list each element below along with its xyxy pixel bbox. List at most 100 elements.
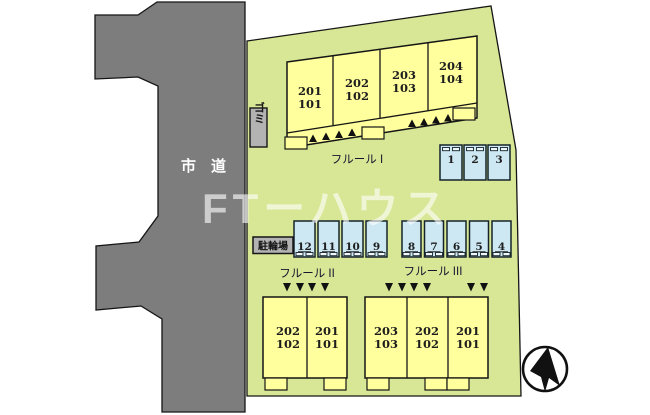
wheel-stop-dash <box>442 147 450 152</box>
entrance-triangle-down <box>467 283 475 292</box>
parking-space-outline <box>439 144 463 181</box>
unit-label-upper: 204 <box>439 59 463 73</box>
bicycle-parking-box: 駐輪場 <box>252 236 294 255</box>
unit-label-lower: 101 <box>298 97 322 111</box>
porch-tab <box>452 107 476 121</box>
wheel-stop-dash <box>425 252 433 257</box>
parking-space-1: 1 <box>439 144 463 181</box>
parking-space-outline <box>423 220 445 258</box>
bicycle-parking-label: 駐輪場 <box>258 240 288 253</box>
wheel-stop-dash <box>470 252 478 257</box>
entrance-triangle-up <box>408 119 416 127</box>
entrance-triangle-down <box>308 283 316 292</box>
wheel-stop-dash <box>490 147 498 152</box>
wheel-stop-dash <box>377 252 386 257</box>
wheel-stop-dash <box>452 147 460 152</box>
entrance-triangle-down <box>283 283 291 292</box>
entrance-triangle-up <box>432 116 440 124</box>
porch-tabs <box>264 107 476 391</box>
unit-label-lower: 101 <box>456 337 480 351</box>
unit-label-lower: 102 <box>415 337 439 351</box>
unit-label-lower: 103 <box>392 81 416 95</box>
garbage-label: ゴミ <box>253 101 265 124</box>
parking-space-outline <box>463 144 487 181</box>
garbage-box: ゴミ <box>249 101 268 148</box>
parking-space-6: 6 <box>446 220 467 258</box>
entrance-triangle-up <box>348 128 356 136</box>
wheel-stop-dash <box>476 147 484 152</box>
parking-space-outline <box>491 220 512 258</box>
building-2-outline <box>262 296 348 379</box>
parking-space-outline <box>365 220 388 258</box>
parking-space-10: 10 <box>341 220 364 258</box>
parking-space-8: 8 <box>401 220 422 258</box>
entrance-marks <box>283 114 488 292</box>
parking-space-number: 6 <box>453 241 460 253</box>
parking-space-number: 7 <box>430 241 437 253</box>
unit-labels: 2011012021022031032041042021022011012031… <box>276 59 480 351</box>
wheel-stop-dash <box>305 252 314 257</box>
parking-space-3: 3 <box>487 144 511 181</box>
unit-label-upper: 201 <box>298 84 322 98</box>
wheel-stop-dash <box>466 147 474 152</box>
building-fleur-3 <box>364 296 489 379</box>
wheel-stop-dash <box>447 252 456 257</box>
unit-label-lower: 103 <box>374 337 398 351</box>
entrance-triangle-up <box>420 118 428 126</box>
entrance-triangle-up <box>444 114 452 122</box>
unit-label-lower: 102 <box>276 337 300 351</box>
building-fleur-1 <box>286 35 478 149</box>
parking-space-outline <box>401 220 422 258</box>
porch-tab <box>424 377 448 391</box>
parking-space-outline <box>317 220 340 258</box>
parking-space-outline <box>446 220 467 258</box>
parking-space-number: 9 <box>373 241 380 253</box>
parking-space-number: 5 <box>475 241 482 253</box>
porch-tab <box>366 377 390 391</box>
unit-label-upper: 202 <box>415 324 439 338</box>
north-arrow-icon <box>530 347 560 392</box>
porch-tab <box>361 126 385 140</box>
parking-space-number: 12 <box>297 241 312 253</box>
parking-space-outline <box>487 144 511 181</box>
wheel-stop-dash <box>343 252 352 257</box>
wheel-stop-dash <box>435 252 443 257</box>
watermark-text: FTーハウス <box>202 185 450 232</box>
porch-tab <box>264 377 288 391</box>
building-3-outline <box>364 296 489 379</box>
parking-space-9: 9 <box>365 220 388 258</box>
entrance-triangle-down <box>480 283 488 292</box>
road-shape <box>94 1 246 413</box>
wheel-stop-dash <box>500 147 508 152</box>
compass <box>521 345 569 393</box>
unit-label-upper: 201 <box>456 324 480 338</box>
building-1-outline <box>286 35 478 149</box>
wheel-stop-dash <box>480 252 488 257</box>
building-1-porch-line <box>286 102 478 134</box>
parking-space-11: 11 <box>317 220 340 258</box>
parking-space-number: 8 <box>408 241 415 253</box>
parking-space-number: 11 <box>321 241 336 253</box>
entrance-triangle-down <box>296 283 304 292</box>
entrance-triangle-down <box>385 283 393 292</box>
parking-space-12: 12 <box>293 220 316 258</box>
unit-label-lower: 101 <box>315 337 339 351</box>
parking-space-2: 2 <box>463 144 487 181</box>
parking-space-number: 4 <box>498 241 505 253</box>
building-3-name: フルール III <box>404 266 463 278</box>
porch-tab <box>284 136 308 150</box>
entrance-triangle-up <box>322 132 330 140</box>
entrance-triangle-down <box>321 283 329 292</box>
entrance-triangle-down <box>423 283 431 292</box>
parking-space-number: 2 <box>471 154 478 166</box>
wheel-stop-dash <box>402 252 411 257</box>
wheel-stop-dash <box>295 252 304 257</box>
wheel-stop-dash <box>412 252 421 257</box>
parking-space-number: 1 <box>447 154 454 166</box>
parking-space-outline <box>341 220 364 258</box>
porch-tab <box>446 377 470 391</box>
unit-label-lower: 102 <box>345 89 369 103</box>
road-label: 市 道 <box>181 157 226 175</box>
